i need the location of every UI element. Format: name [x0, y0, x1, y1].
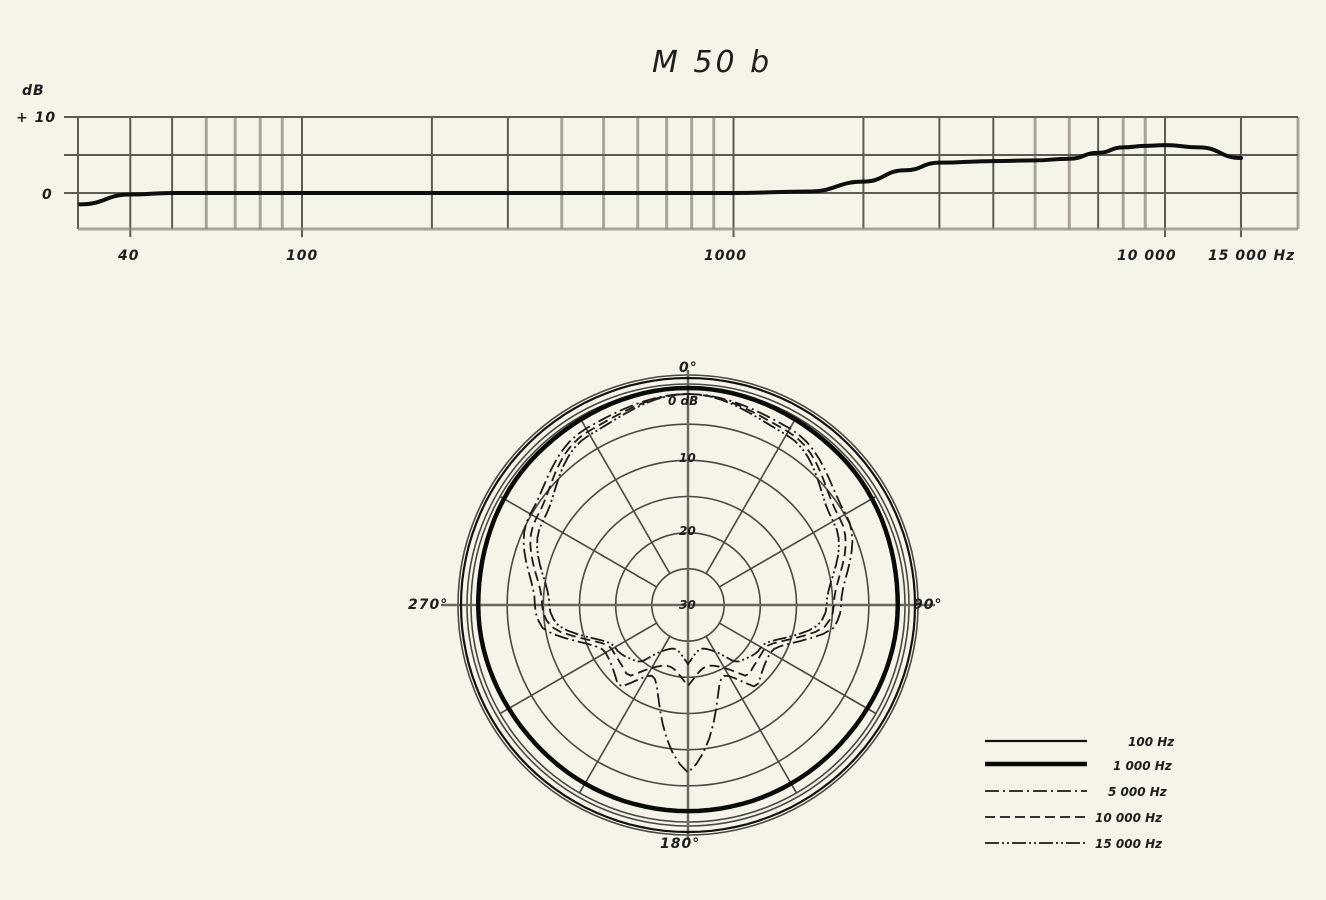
angle-label-270: 270° [408, 597, 448, 613]
polar-curve-1000hz [475, 385, 901, 814]
polar-curve-10000hz [529, 393, 847, 688]
y-axis-unit: dB [22, 83, 45, 99]
angle-label-180: 180° [660, 836, 700, 852]
angle-label-0: 0° [679, 360, 698, 376]
x-tick-40: 40 [117, 248, 139, 264]
legend-label-100hz: 100 Hz [1128, 735, 1175, 749]
polar-curves [459, 376, 917, 834]
angle-label-90: 90° [913, 597, 942, 613]
x-tick-1000: 1000 [704, 248, 747, 264]
y-tick-0: 0 [42, 187, 53, 203]
polar-curve-5000hz [522, 393, 854, 774]
ring-label-0db: 0 dB [668, 394, 698, 408]
legend-label-10000hz: 10 000 Hz [1095, 811, 1163, 825]
x-tick-15000: 15 000 Hz [1208, 248, 1295, 264]
ring-label-10: 10 [679, 451, 696, 465]
ring-label-20: 20 [679, 524, 696, 538]
frequency-response-chart: dB + 10 0 40 100 1000 10 000 15 000 Hz [16, 83, 1300, 264]
legend-label-15000hz: 15 000 Hz [1095, 837, 1163, 851]
polar-curve-100hz [459, 376, 917, 834]
frequency-grid [64, 116, 1300, 237]
ring-label-30: 30 [679, 598, 696, 612]
legend-label-1000hz: 1 000 Hz [1113, 759, 1173, 773]
x-tick-100: 100 [286, 248, 318, 264]
legend-label-5000hz: 5 000 Hz [1108, 785, 1168, 799]
chart-title: M 50 b [652, 45, 772, 80]
legend: 100 Hz 1 000 Hz 5 000 Hz 10 000 Hz 15 00… [985, 735, 1175, 851]
frequency-response-curve [78, 143, 1243, 207]
polar-pattern-chart: 0° 90° 180° 270° 0 dB 10 20 30 [408, 360, 942, 852]
y-tick-plus10: + 10 [16, 110, 56, 126]
polar-curve-15000hz [536, 393, 840, 666]
x-tick-10000: 10 000 [1117, 248, 1177, 264]
